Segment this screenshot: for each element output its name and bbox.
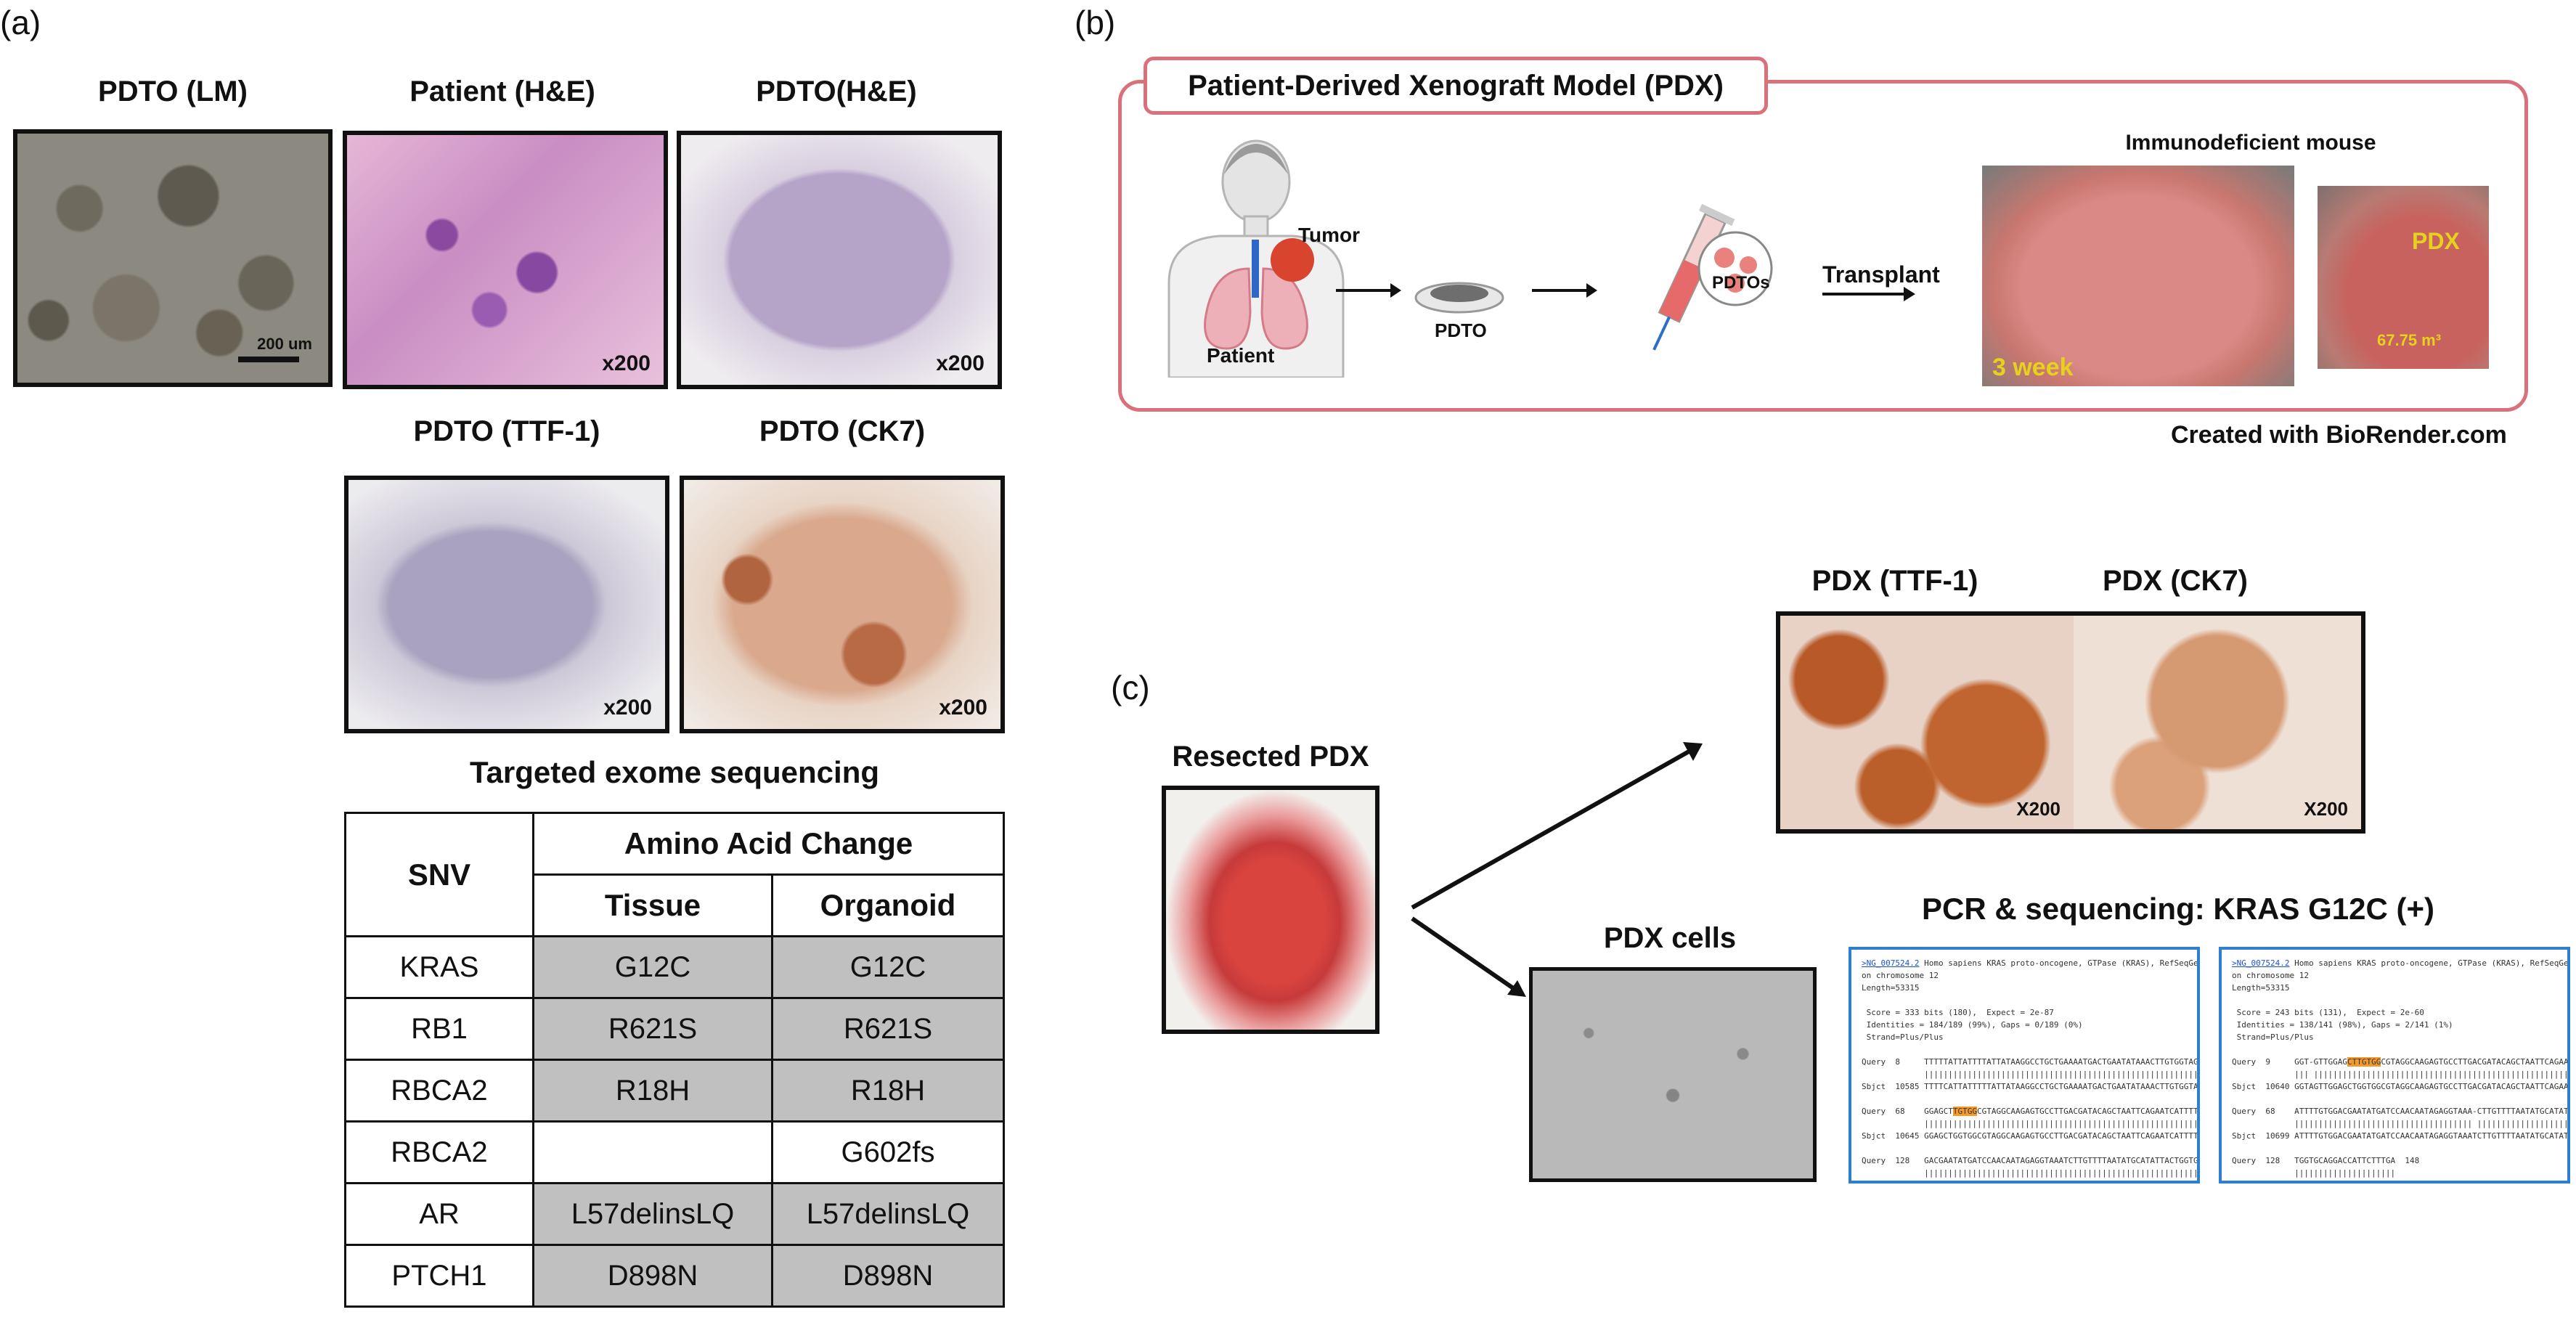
pdx-cells-image: [1529, 967, 1817, 1182]
tissue-cell: R18H: [532, 1059, 773, 1123]
pdto-he-image: x200: [677, 131, 1002, 389]
pdx-ck7-title: PDX (CK7): [2102, 565, 2249, 597]
pdx-ttf1-magnification: X200: [2016, 798, 2061, 820]
organoid-cell: G602fs: [771, 1120, 1005, 1184]
snv-table: SNV Amino Acid Change Tissue Organoid KR…: [344, 812, 1005, 1308]
gene-cell: KRAS: [344, 935, 534, 999]
resected-pdx-photo: [1162, 786, 1379, 1034]
table-row: PTCH1 D898N D898N: [344, 1244, 1005, 1308]
organoid-cell: R621S: [771, 997, 1005, 1061]
syringe-illustration: [1652, 203, 1773, 351]
pdx-ck7-image: X200: [2074, 616, 2361, 829]
tissue-cell: L57delinsLQ: [532, 1182, 773, 1246]
sequencing-title: PCR & sequencing: KRAS G12C (+): [1922, 892, 2434, 926]
mouse-title: Immunodeficient mouse: [2125, 131, 2376, 155]
gene-cell: RBCA2: [344, 1120, 534, 1184]
sequence-alignment-1: >NG_007524.2 Homo sapiens KRAS proto-onc…: [1849, 947, 2200, 1184]
scale-bar: [238, 357, 299, 362]
resected-pdx-title: Resected PDX: [1172, 741, 1369, 773]
pdto-dish-illustration: [1414, 282, 1504, 314]
pdtos-label: PDTOs: [1712, 273, 1770, 293]
pdx-model-frame: [1118, 80, 2528, 412]
pdx-ck7-magnification: X200: [2304, 798, 2348, 820]
pdto-ttf1-magnification: x200: [603, 696, 652, 720]
tumor-label: Tumor: [1298, 224, 1361, 246]
table-row: RB1 R621S R621S: [344, 997, 1005, 1061]
arrow-1: [1336, 283, 1401, 298]
tissue-cell: [532, 1120, 773, 1184]
panel-a-label: (a): [0, 4, 41, 41]
pdto-lm-image: 200 um: [13, 129, 333, 387]
arrow-2: [1532, 283, 1597, 298]
pdx-closeup-photo: PDX 67.75 m³: [2318, 186, 2489, 369]
biorender-credit: Created with BioRender.com: [2171, 421, 2507, 449]
patient-he-title: Patient (H&E): [409, 76, 595, 107]
sequence-highlight-1: TGTGG: [1952, 1107, 1977, 1116]
pdx-ihc-frame: X200 X200: [1776, 611, 2365, 834]
volume-label: 67.75 m³: [2377, 331, 2442, 349]
organoid-cell: G12C: [771, 935, 1005, 999]
pdto-ck7-image: x200: [680, 476, 1005, 733]
snv-header: SNV: [344, 812, 534, 937]
sequence-link-1[interactable]: >NG_007524.2: [1862, 958, 1920, 968]
organoid-cell: R18H: [771, 1059, 1005, 1123]
sequence-highlight-2: CTTGTGG: [2347, 1057, 2381, 1067]
mouse-photo: 3 week: [1982, 166, 2294, 386]
pdto-ck7-title: PDTO (CK7): [759, 415, 926, 447]
organoid-cell: D898N: [771, 1244, 1005, 1308]
table-row: KRAS G12C G12C: [344, 935, 1005, 999]
organoid-cell: L57delinsLQ: [771, 1182, 1005, 1246]
pdx-ttf1-image: X200: [1780, 616, 2074, 829]
gene-cell: RB1: [344, 997, 534, 1061]
sequence-text-2b: CGTAGGCAAGAGTGCCTTGACGATACAGCTAATTCAGAAT…: [2232, 1057, 2570, 1178]
pdx-closeup-label: PDX: [2412, 228, 2460, 254]
table-row: AR L57delinsLQ L57delinsLQ: [344, 1182, 1005, 1246]
pdto-label: PDTO: [1435, 319, 1487, 341]
branch-arrows: [1411, 742, 1703, 997]
tissue-cell: G12C: [532, 935, 773, 999]
pdto-lm-title: PDTO (LM): [98, 76, 248, 107]
patient-label: Patient: [1207, 344, 1275, 367]
pdx-ttf1-title: PDX (TTF-1): [1811, 565, 1978, 597]
patient-he-magnification: x200: [602, 351, 651, 375]
amino-acid-change-header: Amino Acid Change: [532, 812, 1005, 876]
gene-cell: PTCH1: [344, 1244, 534, 1308]
sequence-text-1a: Homo sapiens KRAS proto-oncogene, GTPase…: [1862, 958, 2200, 1116]
gene-cell: AR: [344, 1182, 534, 1246]
table-title: Targeted exome sequencing: [469, 755, 880, 789]
pdto-ck7-magnification: x200: [939, 696, 987, 720]
transplant-label: Transplant: [1822, 261, 1940, 288]
gene-cell: RBCA2: [344, 1059, 534, 1123]
pdto-he-title: PDTO(H&E): [756, 76, 917, 107]
transplant-arrow: [1822, 287, 1915, 301]
week-label: 3 week: [1992, 354, 2074, 381]
pdx-cells-title: PDX cells: [1603, 922, 1737, 954]
table-row: RBCA2 R18H R18H: [344, 1059, 1005, 1123]
tissue-cell: D898N: [532, 1244, 773, 1308]
tissue-header: Tissue: [532, 873, 773, 937]
patient-illustration: [1167, 139, 1345, 378]
sequence-alignment-2: >NG_007524.2 Homo sapiens KRAS proto-onc…: [2219, 947, 2570, 1184]
pdto-ttf1-title: PDTO (TTF-1): [413, 415, 600, 447]
sequence-text-2a: Homo sapiens KRAS proto-oncogene, GTPase…: [2232, 958, 2569, 1067]
pdto-ttf1-image: x200: [344, 476, 669, 733]
panel-c-label: (c): [1111, 669, 1150, 706]
table-row: RBCA2 G602fs: [344, 1120, 1005, 1184]
tissue-cell: R621S: [532, 997, 773, 1061]
sequence-text-1b: CGTAGGCAAGAGTGCCTTGACGATACAGCTAATTCAGAAT…: [1862, 1107, 2200, 1178]
sequence-link-2[interactable]: >NG_007524.2: [2232, 958, 2290, 968]
pdx-model-title: Patient-Derived Xenograft Model (PDX): [1144, 57, 1768, 115]
panel-b-label: (b): [1075, 4, 1116, 41]
pdto-he-magnification: x200: [936, 351, 985, 375]
patient-he-image: x200: [343, 131, 668, 389]
scale-bar-label: 200 um: [257, 335, 312, 353]
organoid-header: Organoid: [771, 873, 1005, 937]
